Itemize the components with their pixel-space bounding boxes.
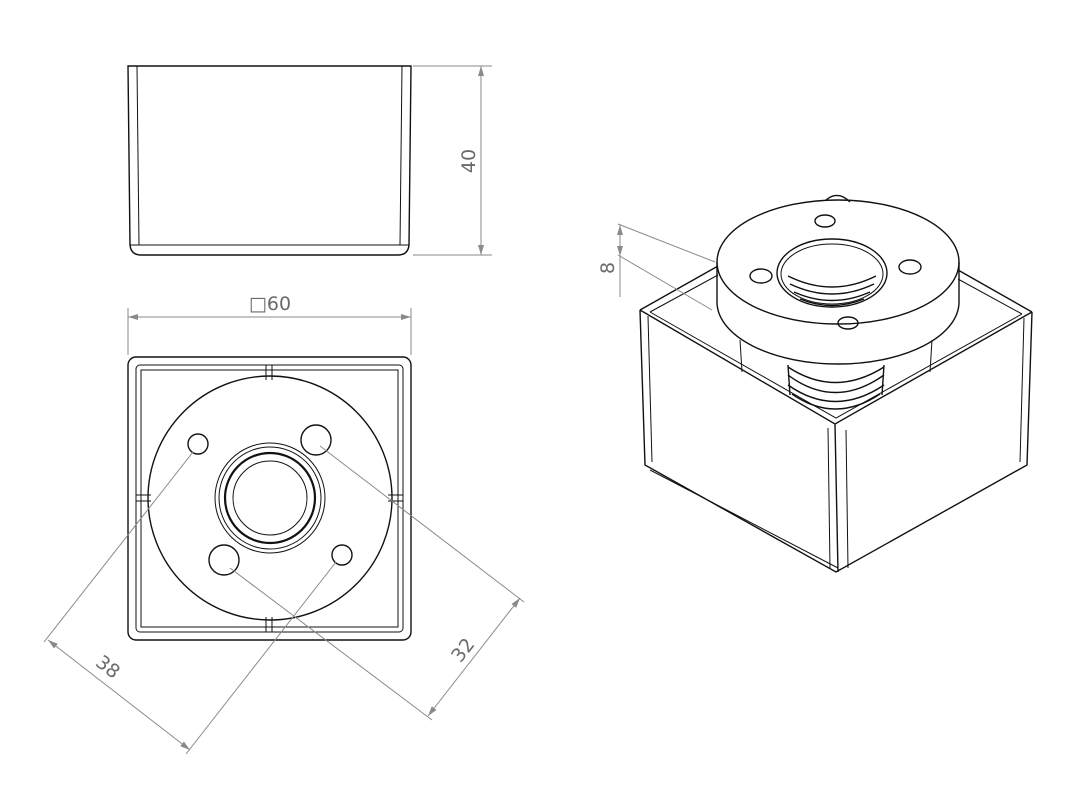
top-view — [127, 356, 412, 641]
front-view — [127, 65, 412, 256]
hole-spacing-label-32: 32 — [447, 634, 479, 667]
hole-spacing-dimension-32: 32 — [229, 445, 525, 721]
width-dimension: □60 — [127, 293, 412, 355]
isometric-view — [639, 194, 1033, 573]
hole-spacing-dimension-38: 38 — [43, 451, 337, 755]
hole-spacing-label-38: 38 — [91, 651, 124, 683]
height-dimension-label: 40 — [458, 149, 480, 173]
width-dimension-label: □60 — [249, 293, 291, 315]
height-dimension: 40 — [413, 65, 492, 256]
flange-thickness-label: 8 — [597, 262, 619, 274]
flange-thickness-dimension: 8 — [597, 223, 716, 311]
